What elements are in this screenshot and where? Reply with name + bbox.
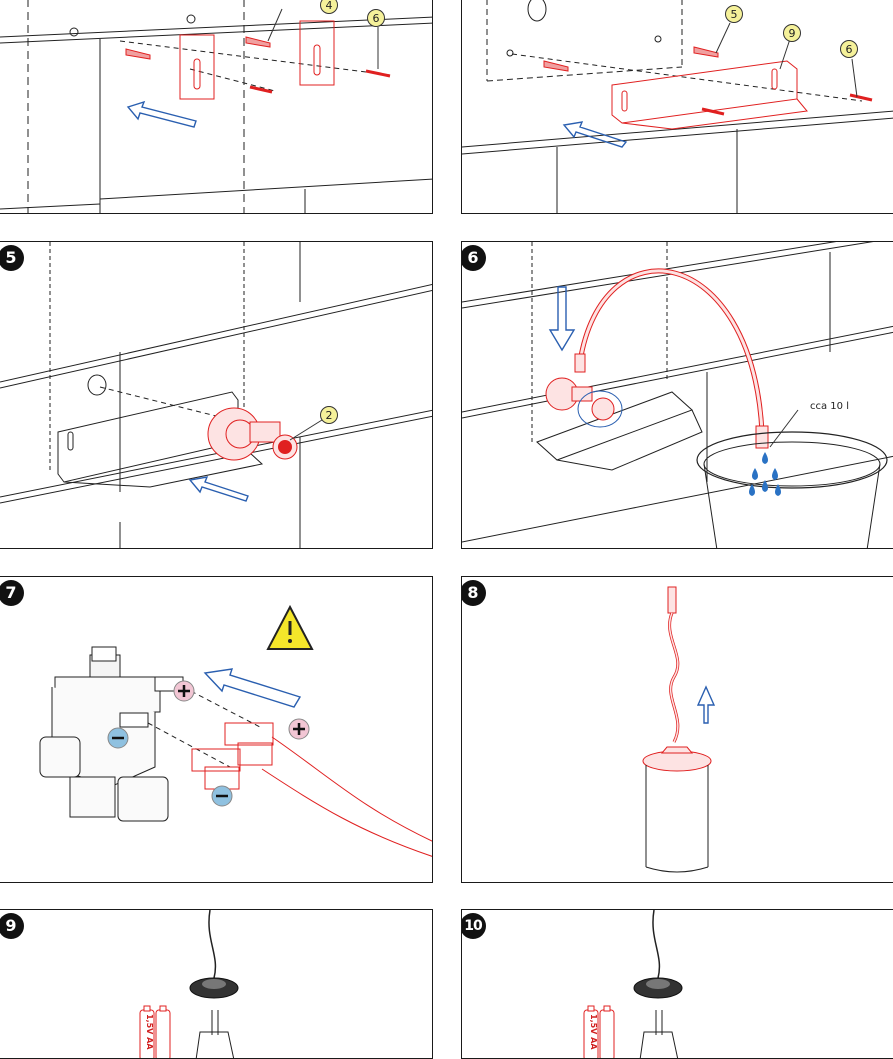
callout-6: 6 xyxy=(840,40,858,58)
water-amount-note: cca 10 l xyxy=(810,401,849,412)
step-panel-9: 9 1,5V AA xyxy=(0,909,433,1059)
step-number-badge: 8 xyxy=(462,580,486,606)
step-panel-4: 5 9 6 xyxy=(461,0,893,214)
step-panel-7: 7 ! plusplusminusminus xyxy=(0,576,433,883)
callout-9: 9 xyxy=(783,24,801,42)
wall-mount-plates-illustration xyxy=(0,0,432,213)
battery-insert-illustration xyxy=(583,910,683,1058)
callout-6: 6 xyxy=(367,9,385,27)
angle-valve-illustration xyxy=(0,242,432,548)
bracket-mount-illustration xyxy=(462,0,893,213)
step-number-badge: 6 xyxy=(462,245,486,271)
sensor-cable-illustration xyxy=(642,586,716,873)
step-number-badge: 10 xyxy=(462,913,486,939)
battery-insert-illustration xyxy=(139,910,239,1058)
step-panel-8: 8 xyxy=(461,576,893,883)
step-number-badge: 5 xyxy=(0,245,24,271)
flush-hose-bucket-illustration xyxy=(462,242,893,548)
step-number-badge: 7 xyxy=(0,580,24,606)
callout-5: 5 xyxy=(725,5,743,23)
step-panel-10: 10 1,5V AA xyxy=(461,909,893,1059)
solenoid-valve-wiring-illustration xyxy=(39,604,432,857)
step-number-badge: 9 xyxy=(0,913,24,939)
battery-label: 1,5V AA xyxy=(589,1014,598,1050)
battery-label: 1,5V AA xyxy=(145,1014,154,1050)
callout-4: 4 xyxy=(320,0,338,14)
step-panel-5: 5 2 xyxy=(0,241,433,549)
step-panel-3: 4 6 xyxy=(0,0,433,214)
step-panel-6: 6 cca 10 l xyxy=(461,241,893,549)
callout-2: 2 xyxy=(320,406,338,424)
